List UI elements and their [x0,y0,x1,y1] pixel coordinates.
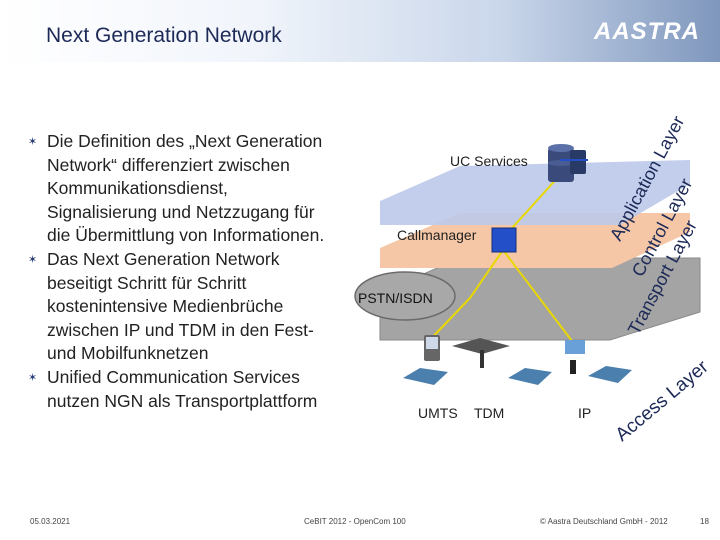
callmanager-label: Callmanager [397,227,477,243]
bullet-item: Unified Communication Services nutzen NG… [28,366,338,413]
callmanager-box-icon [491,227,517,253]
umts-label: UMTS [418,405,458,421]
device-icons [403,335,632,385]
server-icon [548,144,586,182]
brand-logo: AASTRA [594,18,700,45]
header-bar: Next Generation Network AASTRA [0,0,720,62]
application-plane [380,160,690,225]
footer-date: 05.03.2021 [30,517,71,526]
page-title: Next Generation Network [46,24,282,47]
footer-copyright: © Aastra Deutschland GmbH - 2012 [540,517,668,526]
pstn-isdn-label: PSTN/ISDN [358,290,433,306]
uc-services-label: UC Services [450,153,528,169]
bullet-item: Das Next Generation Network beseitigt Sc… [28,248,338,366]
footer-event: CeBIT 2012 - OpenCom 100 [304,517,406,526]
tdm-label: TDM [474,405,504,421]
pstn-cloud-icon [354,271,456,321]
ip-label: IP [578,405,591,421]
control-plane [380,213,690,268]
bullet-list: Die Definition des „Next Generation Netw… [28,130,338,413]
page-number: 18 [700,517,709,526]
bullet-item: Die Definition des „Next Generation Netw… [28,130,338,248]
